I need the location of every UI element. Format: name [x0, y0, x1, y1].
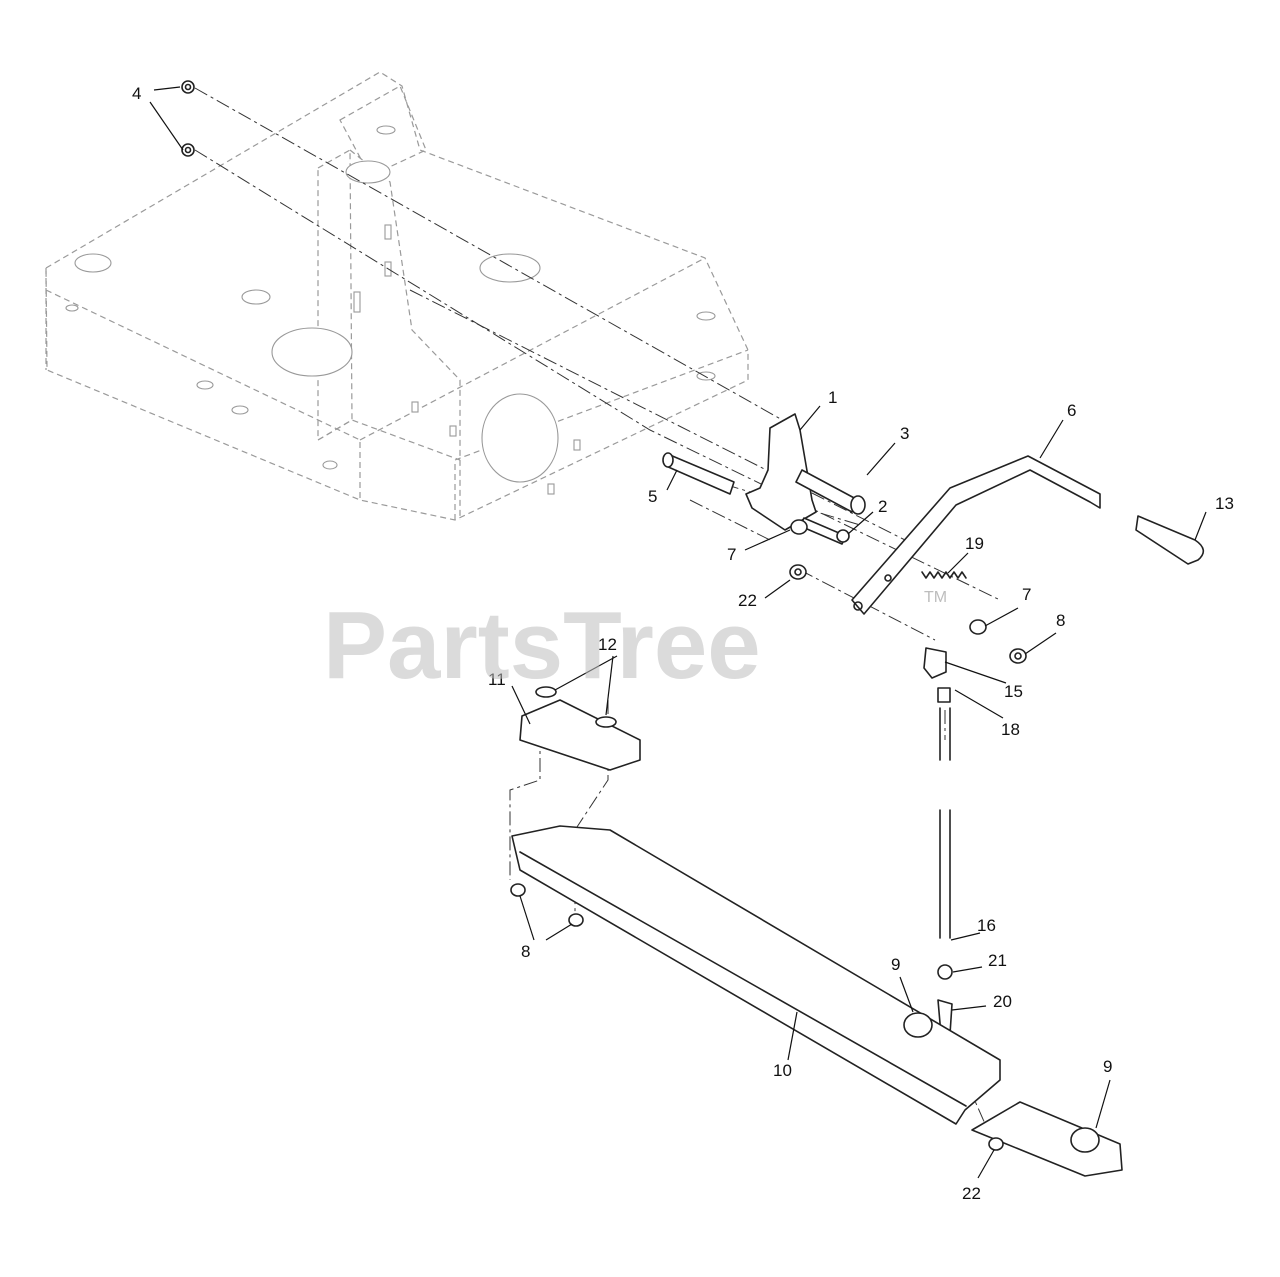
part-21-nut	[937, 964, 953, 980]
callout-label: 2	[878, 497, 887, 516]
callout-label: 12	[598, 635, 617, 654]
part-8-nut	[510, 883, 526, 897]
callout-label: 1	[828, 388, 837, 407]
part-1-bracket	[745, 413, 817, 531]
callout-label: 3	[900, 424, 909, 443]
callout-label: 7	[727, 545, 736, 564]
part-22-nut	[789, 564, 807, 580]
part-8-nut	[1009, 648, 1027, 664]
callout-label: 19	[965, 534, 984, 553]
part-11-plate	[519, 699, 641, 771]
part-8-nut	[568, 913, 584, 927]
part-22-nut	[988, 1137, 1004, 1151]
callout-label: 10	[773, 1061, 792, 1080]
callout-label: 13	[1215, 494, 1234, 513]
callout-label: 6	[1067, 401, 1076, 420]
part-16-rod	[939, 707, 951, 939]
callout-labels: 4 1 3 6 13 5 2 7 19 22 7 8 12 11 15 18 1…	[132, 84, 1234, 1203]
callout-label: 7	[1022, 585, 1031, 604]
part-19-spring	[921, 571, 967, 579]
callout-label: 9	[891, 955, 900, 974]
callout-label: 9	[1103, 1057, 1112, 1076]
part-15-pivot	[923, 647, 947, 679]
callout-label: 8	[1056, 611, 1065, 630]
callout-label: 4	[132, 84, 141, 103]
watermark-trademark: TM	[924, 589, 947, 606]
part-2-bolt	[799, 517, 850, 545]
part-12-pin	[595, 716, 617, 728]
part-13-grip	[1135, 515, 1205, 565]
callout-label: 15	[1004, 682, 1023, 701]
partstree-watermark: PartsTree TM	[323, 589, 947, 699]
callout-label: 20	[993, 992, 1012, 1011]
part-7-washer	[969, 619, 987, 635]
callout-label: 22	[738, 591, 757, 610]
callout-label: 16	[977, 916, 996, 935]
callout-leaders	[149, 86, 1207, 1179]
part-10-end-plate	[971, 1101, 1123, 1177]
watermark-text: PartsTree	[323, 592, 761, 699]
part-7-washer	[790, 519, 808, 535]
part-3-pin	[795, 469, 866, 515]
callout-label: 22	[962, 1184, 981, 1203]
callout-label: 8	[521, 942, 530, 961]
callout-label: 11	[488, 670, 506, 689]
part-12-pin	[535, 686, 557, 698]
tractor-frame-phantom	[45, 71, 749, 521]
callout-label: 18	[1001, 720, 1020, 739]
part-9-collar	[1070, 1127, 1100, 1153]
callout-label: 5	[648, 487, 657, 506]
part-6-lever	[851, 455, 1101, 615]
part-5-bolt	[662, 452, 735, 495]
callout-label: 21	[988, 951, 1007, 970]
part-4-nuts	[181, 80, 195, 157]
part-10-crossbar	[511, 825, 1001, 1125]
part-18-spacer	[937, 687, 951, 703]
part-9-collar	[903, 1012, 933, 1038]
